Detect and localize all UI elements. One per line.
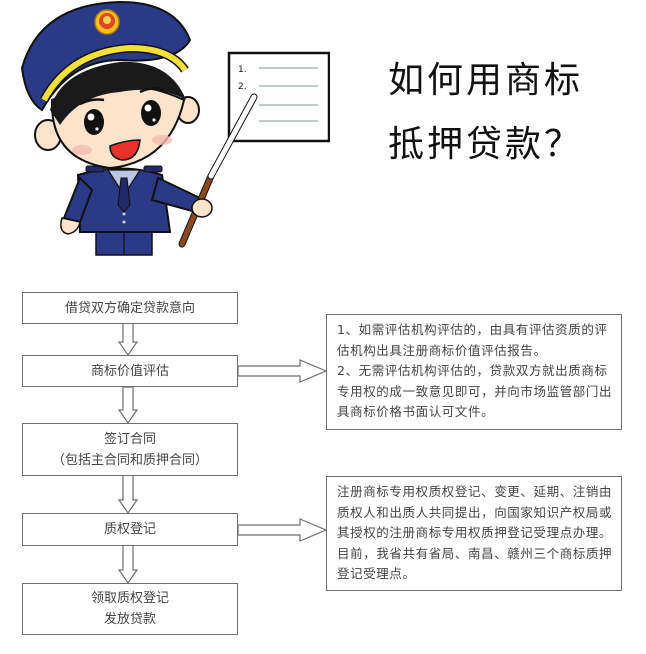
svg-text:1.: 1.: [238, 65, 247, 75]
flow-step-issue-loan: 领取质权登记 发放贷款: [22, 583, 238, 635]
svg-text:2.: 2.: [238, 82, 247, 92]
down-arrow-icon: [117, 386, 139, 425]
down-arrow-icon: [117, 474, 139, 515]
step-label: 质权登记: [103, 522, 156, 537]
step-label: 商标价值评估: [90, 363, 169, 379]
step-label: 借贷双方确定贷款意向: [64, 300, 195, 316]
step-label: 签订合同: [103, 431, 156, 447]
flow-step-loan-intent: 借贷双方确定贷款意向: [22, 292, 238, 324]
flow-step-valuation: 商标价值评估: [22, 355, 238, 387]
flow-step-sign-contract: 签订合同 （包括主合同和质押合同）: [22, 423, 238, 476]
step-sublabel: 发放贷款: [103, 612, 156, 627]
down-arrow-icon: [117, 322, 139, 357]
cap-badge-icon: [94, 9, 120, 35]
step-label: 领取质权登记: [90, 591, 169, 606]
note-line: 注册商标专用权质权登记、变更、延期、注销由质权人和出质人共同提出，向国家知识产权…: [337, 484, 613, 581]
note-line: 1、如需评估机构评估的，由具有评估资质的评估机构出具注册商标价值评估报告。: [337, 322, 608, 358]
step-sublabel: （包括主合同和质押合同）: [51, 452, 208, 468]
page-title-line-1: 如何用商标: [388, 60, 584, 101]
checklist-board-icon: 1. 2.: [227, 51, 330, 143]
right-arrow-icon: [237, 518, 328, 542]
police-officer-illustration: 1. 2.: [0, 0, 330, 260]
right-arrow-icon: [237, 359, 328, 383]
down-arrow-icon: [117, 544, 139, 585]
page-title-line-2: 抵押贷款？: [388, 124, 584, 165]
note-line: 2、无需评估机构评估的，贷款双方就出质商标专用权的成一致意见即可，并向市场监管部…: [337, 363, 613, 419]
note-valuation: 1、如需评估机构评估的，由具有评估资质的评估机构出具注册商标价值评估报告。 2、…: [326, 314, 622, 430]
note-pledge-registration: 注册商标专用权质权登记、变更、延期、注销由质权人和出质人共同提出，向国家知识产权…: [326, 476, 622, 591]
flow-step-pledge-registration: 质权登记: [22, 513, 238, 546]
cartoon-officer-icon: 1. 2.: [20, 0, 330, 256]
